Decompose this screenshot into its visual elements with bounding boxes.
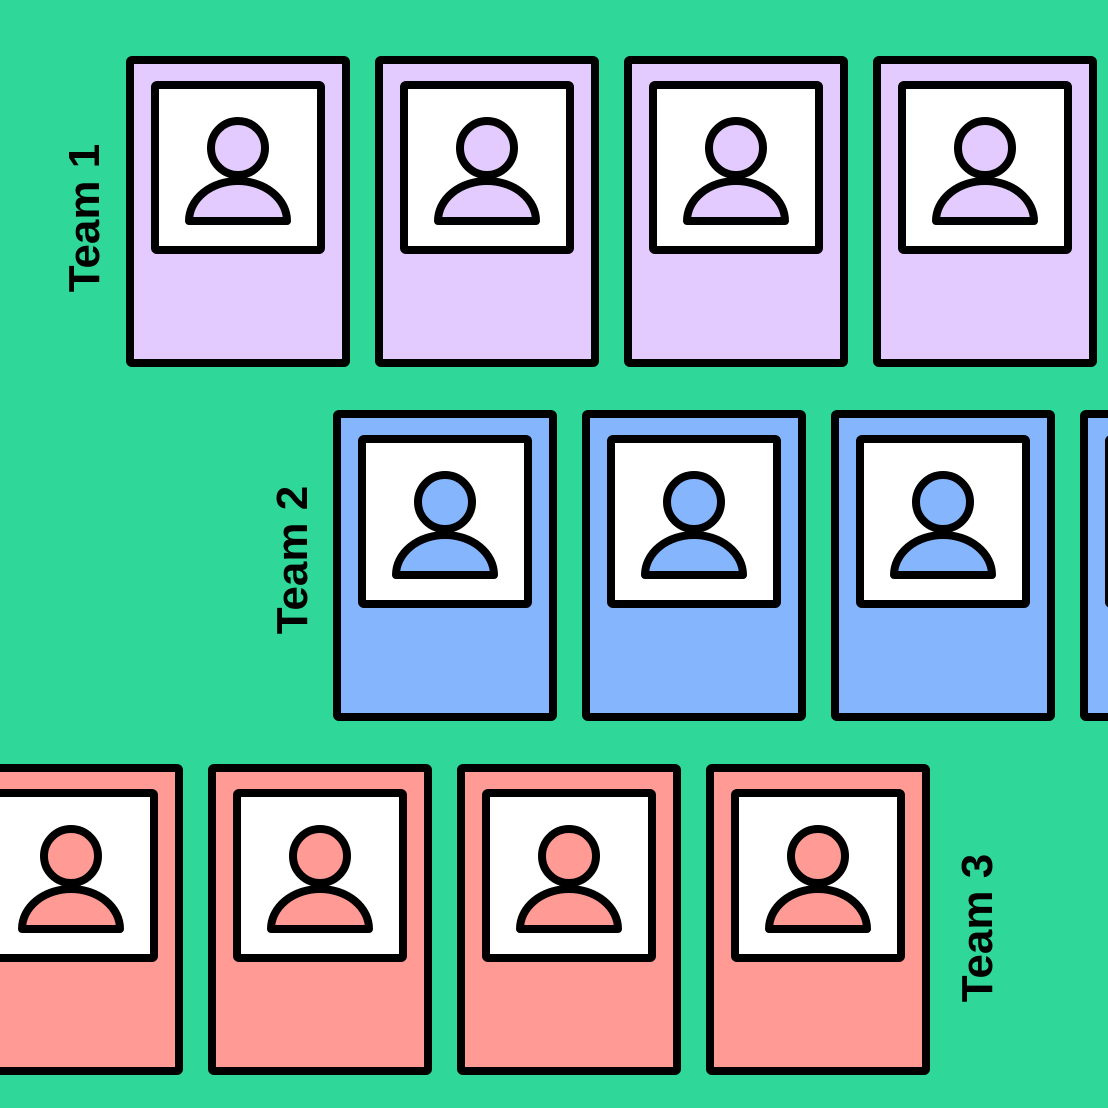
user-avatar-icon [185, 117, 291, 225]
team-1-label: Team 1 [60, 144, 109, 292]
team-2-label: Team 2 [268, 486, 317, 634]
user-avatar-icon [18, 825, 124, 933]
team-3-member-card [706, 764, 930, 1075]
team-1-member-card [375, 56, 599, 367]
user-avatar-icon [890, 471, 996, 579]
card-body [1080, 410, 1108, 721]
team-1-member-card [873, 56, 1097, 367]
user-avatar-icon [392, 471, 498, 579]
team-3-label: Team 3 [953, 854, 1002, 1002]
team-3-member-card [457, 764, 681, 1075]
user-avatar-icon [765, 825, 871, 933]
team-3-member-card [0, 764, 183, 1075]
team-1-member-card [624, 56, 848, 367]
user-avatar-icon [434, 117, 540, 225]
user-avatar-icon [267, 825, 373, 933]
team-2-member-card [582, 410, 806, 721]
team-2-member-card [1080, 410, 1108, 721]
team-2-member-card [333, 410, 557, 721]
team-2-member-card [831, 410, 1055, 721]
team-1-member-card [126, 56, 350, 367]
team-3-member-card [208, 764, 432, 1075]
user-avatar-icon [641, 471, 747, 579]
user-avatar-icon [516, 825, 622, 933]
user-avatar-icon [932, 117, 1038, 225]
user-avatar-icon [683, 117, 789, 225]
